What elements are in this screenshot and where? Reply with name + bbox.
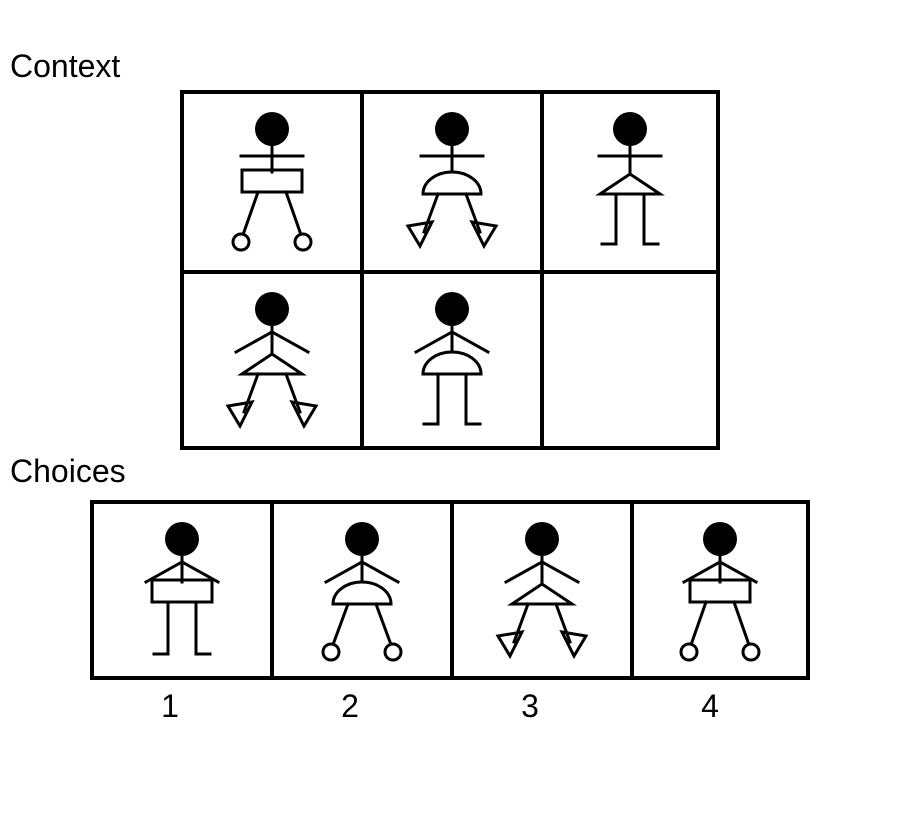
grid-divider — [450, 504, 454, 676]
head — [255, 112, 289, 146]
stick-figure — [321, 522, 403, 662]
choice-number-3: 3 — [521, 688, 539, 724]
left-foot — [231, 232, 251, 252]
stick-figure — [405, 112, 499, 250]
right-foot — [469, 220, 499, 250]
arms — [233, 330, 311, 355]
stick-figure — [495, 522, 589, 660]
choice-number-2: 2 — [341, 688, 359, 724]
left-foot — [321, 642, 341, 662]
context-cell — [184, 274, 360, 446]
right-leg — [554, 602, 572, 644]
left-foot — [495, 630, 525, 660]
head — [345, 522, 379, 556]
right-leg — [464, 192, 482, 234]
right-leg — [732, 600, 750, 644]
right-foot — [289, 400, 319, 430]
choice-cell[interactable] — [454, 504, 630, 676]
left-foot — [679, 642, 699, 662]
body-rectangle — [150, 578, 214, 604]
choices-row — [90, 500, 810, 680]
context-label: Context — [10, 48, 121, 84]
right-foot — [741, 642, 761, 662]
head — [255, 292, 289, 326]
context-cell — [364, 274, 540, 446]
body-triangle — [507, 582, 577, 606]
left-foot — [225, 400, 255, 430]
arms — [681, 560, 759, 585]
choices-label: Choices — [10, 453, 126, 489]
stick-figure — [225, 292, 319, 430]
arms — [503, 560, 581, 585]
head — [525, 522, 559, 556]
right-foot — [293, 232, 313, 252]
context-cell — [364, 94, 540, 270]
choice-number-1: 1 — [161, 688, 179, 724]
left-leg — [242, 190, 260, 234]
context-cell — [544, 94, 716, 270]
context-cell-empty — [544, 274, 716, 446]
left-leg — [422, 192, 440, 234]
left-leg — [242, 372, 260, 414]
right-leg — [284, 372, 302, 414]
head — [435, 112, 469, 146]
left-leg — [332, 602, 350, 644]
stick-figure — [231, 112, 313, 252]
right-leg — [374, 602, 392, 644]
choice-cell[interactable] — [634, 504, 806, 676]
left-foot — [405, 220, 435, 250]
right-leg — [284, 190, 302, 234]
stick-figure — [143, 522, 221, 656]
body-semicircle — [421, 350, 483, 376]
body-triangle — [595, 172, 665, 196]
grid-divider — [184, 270, 716, 274]
choice-number-4: 4 — [701, 688, 719, 724]
arms — [143, 560, 221, 585]
right-foot — [559, 630, 589, 660]
left-leg — [690, 600, 708, 644]
grid-divider — [630, 504, 634, 676]
choice-cell[interactable] — [274, 504, 450, 676]
head — [703, 522, 737, 556]
stick-figure — [679, 522, 761, 662]
arms — [413, 330, 491, 355]
body-rectangle — [688, 578, 752, 604]
head — [613, 112, 647, 146]
arms — [323, 560, 401, 585]
left-leg — [512, 602, 530, 644]
context-grid — [180, 90, 720, 450]
right-foot — [383, 642, 403, 662]
context-cell — [184, 94, 360, 270]
choice-cell[interactable] — [94, 504, 270, 676]
head — [165, 522, 199, 556]
body-semicircle — [421, 170, 483, 196]
grid-divider — [270, 504, 274, 676]
body-triangle — [237, 352, 307, 376]
stick-figure — [413, 292, 491, 426]
head — [435, 292, 469, 326]
body-rectangle — [240, 168, 304, 194]
stick-figure — [595, 112, 665, 246]
body-semicircle — [331, 580, 393, 606]
